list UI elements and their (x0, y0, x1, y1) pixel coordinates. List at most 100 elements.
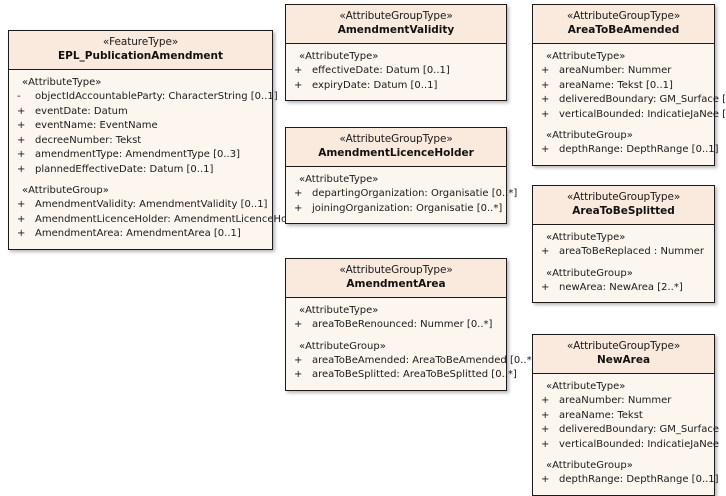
class-stereotype: «AttributeGroupType» (339, 264, 453, 276)
uml-class-amendmentarea[interactable]: «AttributeGroupType»AmendmentArea«Attrib… (285, 258, 535, 391)
attribute-row[interactable]: +deliveredBoundary: GM_Surface (533, 423, 719, 438)
attribute-signature: verticalBounded: IndicatieJaNee [0..1] (559, 108, 726, 120)
section-label: «AttributeType» (299, 174, 379, 185)
attribute-visibility: + (541, 395, 550, 406)
attribute-signature: areaNumber: Nummer (559, 65, 672, 76)
class-body-amendmentlicenceholder: «AttributeType» +departingOrganization: O… (286, 167, 517, 223)
class-body-newarea: «AttributeType» + areaNumber: Nummer +areaN… (533, 374, 719, 495)
uml-class-newarea[interactable]: «AttributeGroupType» NewArea «AttributeTyp… (532, 334, 719, 496)
attribute-visibility: + (294, 65, 303, 76)
attribute-row[interactable]: +AmendmentValidity: AmendmentValidity [0… (9, 198, 272, 213)
attribute-signature: newArea: NewArea [2..*] (559, 281, 683, 293)
attribute-visibility: + (541, 474, 550, 485)
class-stereotype: «AttributeGroupType» (339, 133, 453, 145)
section-label: «AttributeType» (299, 51, 379, 62)
section-label: «AttributeType» (299, 305, 379, 316)
class-body-amendmentarea: «AttributeType» + areaToBeRenounced: Numme… (286, 298, 535, 390)
section-label: «AttributeGroup» (546, 130, 633, 141)
attribute-signature: areaName: Tekst [0..1] (559, 79, 673, 91)
class-body-areatobeamended: «AttributeType» + areaNumber: Nummer + areaN… (533, 44, 726, 165)
attribute-signature: areaToBeRenounced: Nummer [0..*] (312, 319, 493, 330)
attribute-row[interactable]: +depthRange: DepthRange [0..1] (533, 143, 719, 158)
uml-class-amendmentlicenceholder[interactable]: «AttributeGroupType» AmendmentLicenceHold… (285, 127, 517, 224)
attribute-row[interactable]: + verticalBounded: IndicatieJaNee (533, 438, 719, 453)
attribute-signature: areaToBeAmended: AreaToBeAmended [0..*] (312, 354, 536, 366)
uml-class-epl-publicationamendment[interactable]: «FeatureType»EPL_PublicationAmendment«At… (8, 30, 337, 250)
class-body-areatobesplitted: «AttributeType»+areaToBeReplaced : Numme… (533, 225, 714, 302)
attribute-signature: eventName: EventName (35, 120, 158, 131)
section-label: «AttributeGroup» (22, 185, 109, 196)
section-label: «AttributeGroup» (299, 340, 386, 352)
class-stereotype: «AttributeGroupType» (339, 10, 453, 22)
attribute-signature: areaToBeSplitted: AreaToBeSplitted [0..*… (312, 369, 517, 380)
uml-class-areatobesplitted[interactable]: «AttributeGroupType»AreaToBeSplitted«Att… (532, 185, 715, 303)
attribute-signature: depthRange: DepthRange [0..1] (559, 474, 719, 485)
attribute-row[interactable]: +deliveredBoundary: GM_Surface [0..1] (533, 93, 726, 108)
class-stereotype: «AttributeGroupType» (566, 191, 681, 203)
attribute-row[interactable]: +amendmentType: AmendmentType [0..3] (9, 148, 272, 163)
attribute-visibility: + (294, 79, 303, 91)
uml-class-areatobeamended[interactable]: «AttributeGroupType»AreaToBeAmended «Attr… (532, 4, 726, 166)
attribute-visibility: + (541, 438, 550, 450)
attribute-visibility: + (541, 65, 550, 76)
attribute-signature: plannedEffectiveDate: Datum [0..1] (35, 163, 214, 175)
attribute-row[interactable]: + areaToBeRenounced: Nummer [0..*] (286, 318, 506, 333)
class-header-amendmentarea: «AttributeGroupType» AmendmentArea (286, 259, 506, 298)
attribute-visibility: + (17, 149, 26, 160)
attribute-row[interactable]: +departingOrganization: Organisatie [0..… (286, 187, 517, 202)
attribute-visibility: + (541, 246, 550, 257)
attribute-signature: verticalBounded: IndicatieJaNee (559, 438, 720, 450)
class-name: AmendmentArea (346, 278, 446, 290)
attribute-row[interactable]: + joiningOrganization: Organisatie [0..*] (286, 202, 506, 217)
attribute-row[interactable]: + depthRange: DepthRange [0..1] (533, 473, 719, 488)
class-stereotype: «AttributeGroupType» (566, 340, 681, 352)
attribute-visibility: + (17, 105, 26, 117)
attribute-row[interactable]: +AmendmentArea: AmendmentArea [0..1] (9, 227, 272, 242)
attribute-row[interactable]: + areaToBeReplaced : Nummer (533, 245, 714, 260)
class-name: AreaToBeAmended (567, 24, 680, 36)
attribute-row[interactable]: +AmendmentLicenceHolder: AmendmentLicenc… (9, 213, 337, 228)
attribute-row[interactable]: +eventDate: Datum (9, 105, 272, 120)
attribute-visibility: + (17, 199, 26, 210)
attribute-signature: expiryDate: Datum [0..1] (312, 79, 438, 91)
attribute-row[interactable]: +eventName: EventName (9, 119, 272, 134)
attribute-signature: deliveredBoundary: GM_Surface [0..1] (559, 94, 726, 105)
attribute-row[interactable]: + areaName: Tekst [0..1] (533, 79, 714, 94)
class-name: AmendmentLicenceHolder (318, 147, 474, 159)
attribute-row[interactable]: +areaToBeSplitted: AreaToBeSplitted [0..… (286, 368, 517, 383)
class-name: EPL_PublicationAmendment (57, 50, 224, 62)
class-header-amendmentlicenceholder: «AttributeGroupType» AmendmentLicenceHold… (286, 128, 506, 167)
attribute-visibility: + (541, 424, 550, 435)
section-label: «AttributeType» (546, 51, 626, 62)
attribute-row[interactable]: +plannedEffectiveDate: Datum [0..1] (9, 163, 272, 178)
attribute-visibility: + (294, 188, 303, 199)
class-header-areatobeamended: «AttributeGroupType»AreaToBeAmended (533, 5, 714, 44)
attribute-signature: areaToBeReplaced : Nummer (559, 246, 705, 257)
attribute-row[interactable]: +areaToBeAmended: AreaToBeAmended [0..*] (286, 354, 535, 369)
section-label: «AttributeType» (546, 381, 626, 392)
attribute-visibility: + (294, 202, 303, 214)
attribute-visibility: + (541, 79, 550, 91)
attribute-signature: AmendmentLicenceHolder: AmendmentLicence… (35, 213, 337, 225)
section-label: «AttributeGroup» (546, 460, 633, 471)
class-header-amendmentvalidity: «AttributeGroupType»AmendmentValidity (286, 5, 506, 44)
attribute-visibility: + (294, 319, 303, 330)
attribute-row[interactable]: + areaNumber: Nummer (533, 394, 714, 409)
attribute-visibility: - (17, 91, 21, 102)
attribute-row[interactable]: + effectiveDate: Datum [0..1] (286, 64, 506, 79)
attribute-signature: areaNumber: Nummer (559, 395, 672, 406)
attribute-row[interactable]: + expiryDate: Datum [0..1] (286, 79, 506, 94)
uml-class-amendmentvalidity[interactable]: «AttributeGroupType»AmendmentValidity«At… (285, 4, 507, 101)
attribute-row[interactable]: + areaNumber: Nummer (533, 64, 714, 79)
attribute-row[interactable]: +newArea: NewArea [2..*] (533, 281, 714, 296)
section-label: «AttributeGroup» (546, 267, 633, 279)
attribute-row[interactable]: - objectIdAccountableParty: CharacterStri… (9, 90, 278, 105)
attribute-signature: objectIdAccountableParty: CharacterStrin… (35, 91, 278, 102)
attribute-row[interactable]: +decreeNumber: Tekst (9, 134, 272, 149)
attribute-signature: joiningOrganization: Organisatie [0..*] (312, 202, 503, 214)
attribute-signature: depthRange: DepthRange [0..1] (559, 144, 719, 155)
attribute-row[interactable]: +areaName: Tekst (533, 409, 714, 424)
class-name: NewArea (596, 354, 651, 366)
attribute-row[interactable]: +verticalBounded: IndicatieJaNee [0..1] (533, 108, 726, 123)
attribute-signature: effectiveDate: Datum [0..1] (312, 65, 450, 76)
